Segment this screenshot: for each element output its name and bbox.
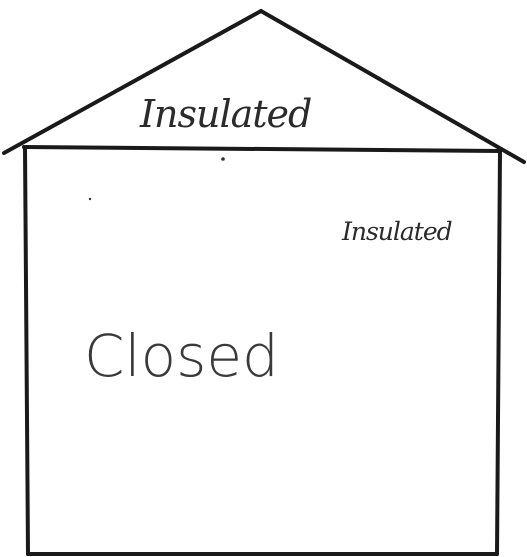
- stray-dot: [89, 198, 91, 200]
- left-wall: [25, 148, 28, 554]
- right-wall: [497, 151, 500, 554]
- stray-dot: [221, 157, 225, 161]
- room-label: Closed: [84, 322, 279, 390]
- roof-right-edge: [261, 11, 524, 162]
- wall-label: Insulated: [341, 217, 452, 246]
- roof-label: Insulated: [139, 92, 311, 136]
- ceiling-line: [24, 147, 500, 151]
